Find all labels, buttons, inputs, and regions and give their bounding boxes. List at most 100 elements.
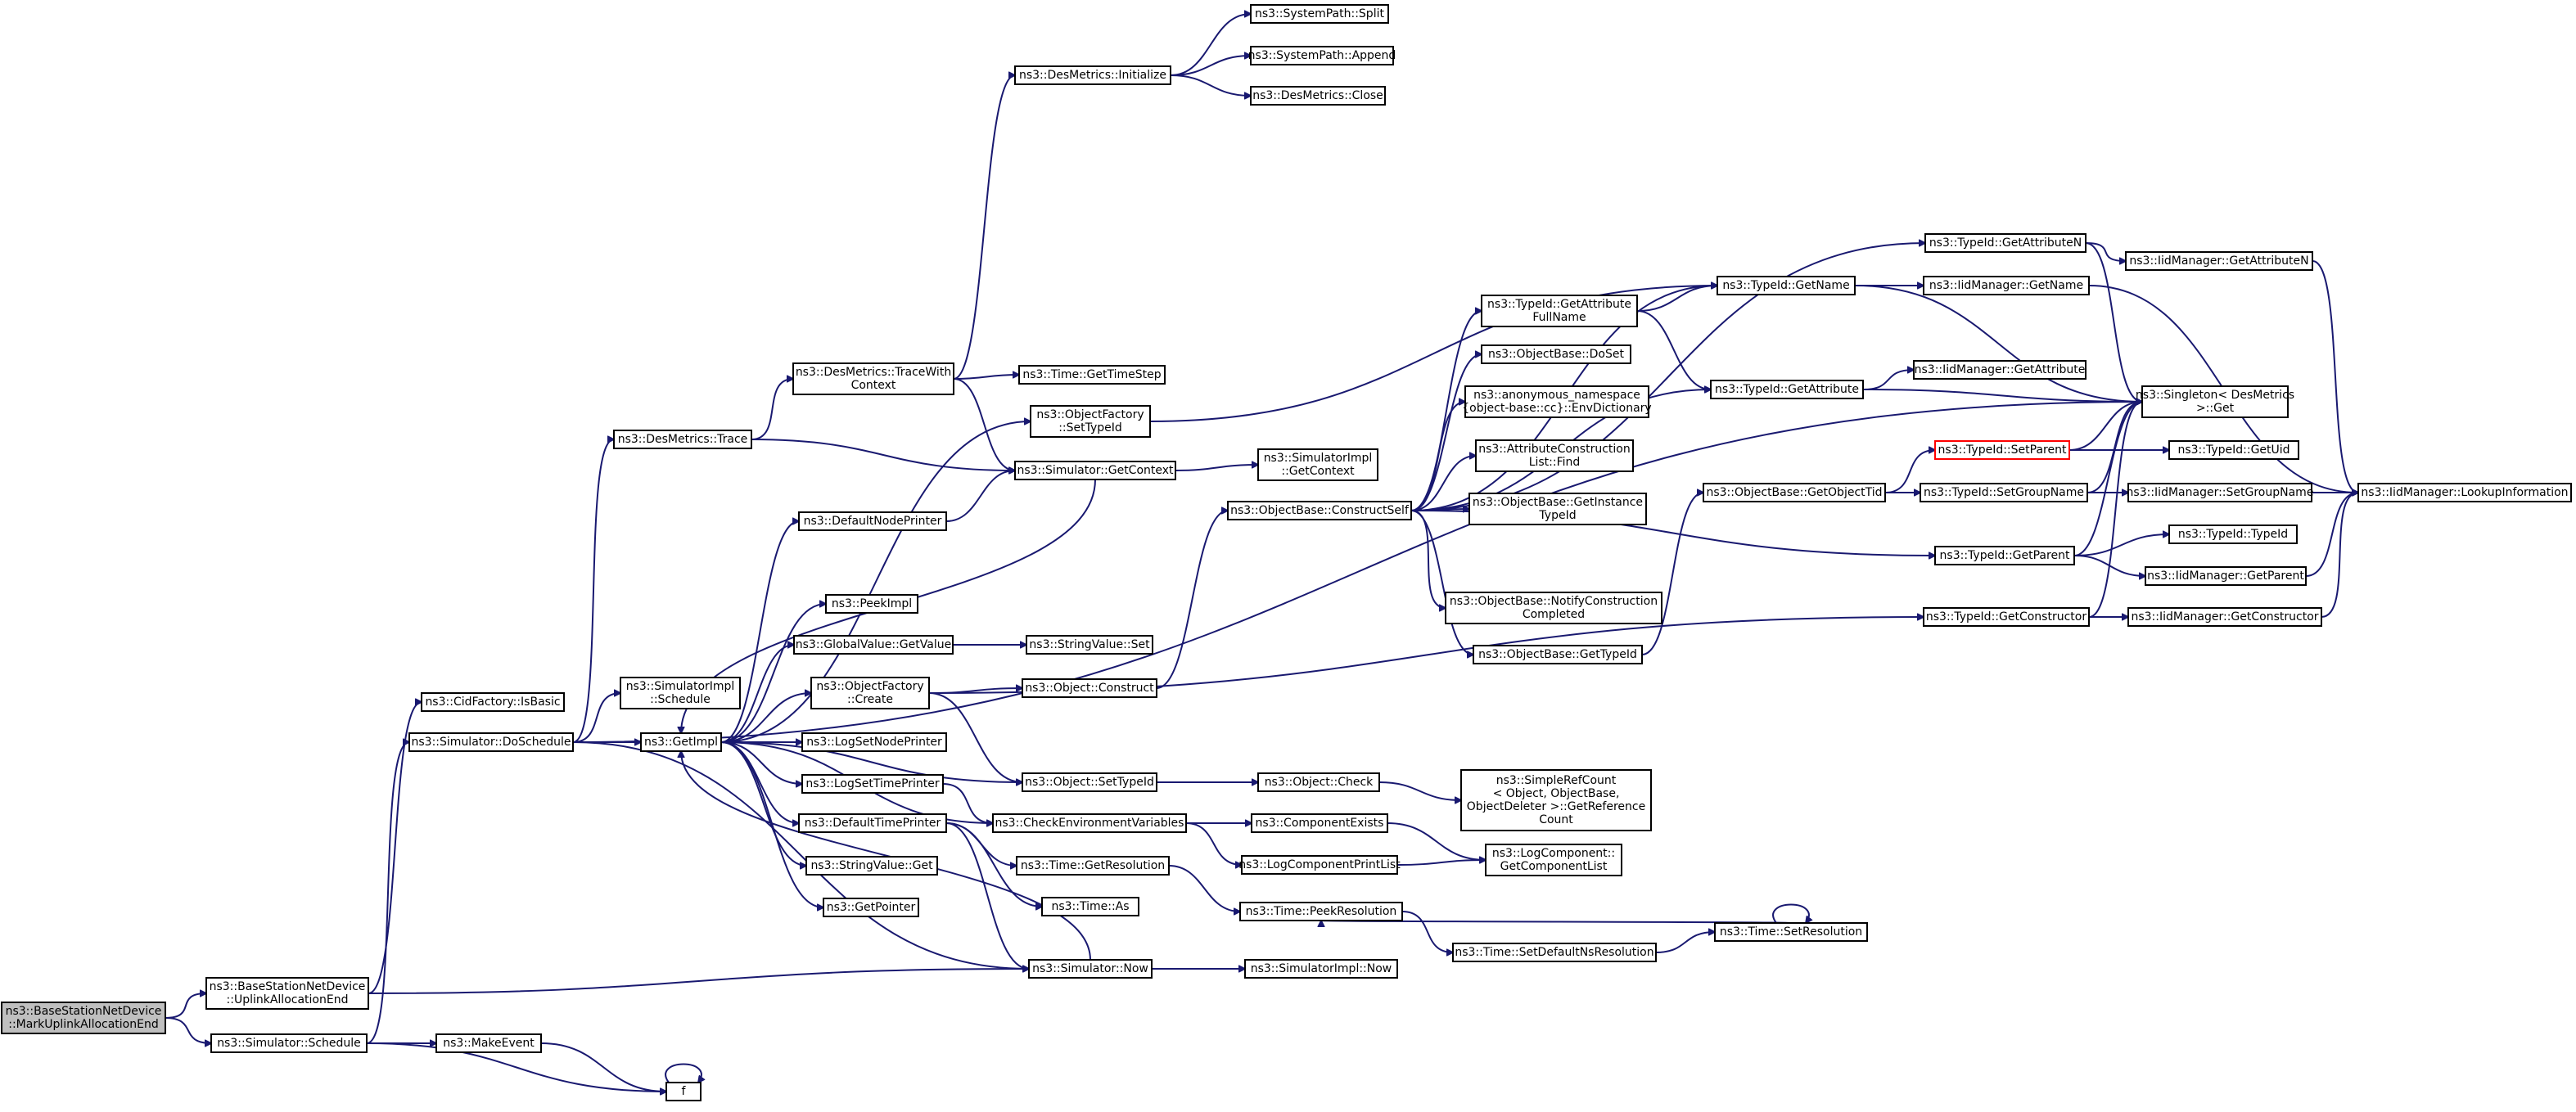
node-get-context[interactable]: ns3::Simulator::GetContext (1014, 461, 1176, 480)
node-component-exists[interactable]: ns3::ComponentExists (1251, 813, 1388, 833)
node-of-set-type-id[interactable]: ns3::ObjectFactory::SetTypeId (1030, 405, 1151, 438)
call-edge (540, 1042, 666, 1092)
node-tid-get-attribute-n[interactable]: ns3::TypeId::GetAttributeN (1924, 233, 2087, 253)
node-box (1244, 959, 1398, 979)
node-sim-impl-schedule[interactable]: ns3::SimulatorImpl::Schedule (620, 677, 741, 709)
node-box (1041, 897, 1139, 916)
node-root[interactable]: ns3::BaseStationNetDevice::MarkUplinkAll… (1, 1002, 166, 1034)
call-edge (1410, 402, 1465, 511)
call-edge (720, 645, 794, 743)
node-default-time-printer[interactable]: ns3::DefaultTimePrinter (798, 813, 947, 833)
node-time-as[interactable]: ns3::Time::As (1041, 897, 1139, 916)
node-box (2125, 251, 2313, 271)
node-cid-is-basic[interactable]: ns3::CidFactory::IsBasic (421, 692, 565, 712)
node-iid-get-name[interactable]: ns3::IidManager::GetName (1923, 276, 2090, 295)
node-check-env[interactable]: ns3::CheckEnvironmentVariables (992, 813, 1187, 833)
node-gv-get-value[interactable]: ns3::GlobalValue::GetValue (793, 635, 954, 655)
node-box (798, 813, 947, 833)
node-sv-set[interactable]: ns3::StringValue::Set (1026, 635, 1153, 655)
node-box (1257, 448, 1378, 481)
node-label: ns3::Simulator::Schedule (217, 1037, 361, 1050)
node-box (1924, 233, 2087, 253)
node-label: ns3::GetPointer (827, 901, 916, 914)
call-edge (681, 751, 1091, 961)
node-sim-impl-now[interactable]: ns3::SimulatorImpl::Now (1244, 959, 1398, 979)
node-box (1485, 844, 1622, 876)
node-box (792, 362, 954, 395)
node-label: ns3::StringValue::Set (1029, 638, 1150, 651)
node-tid-get-uid[interactable]: ns3::TypeId::GetUid (2168, 440, 2299, 460)
node-label: ns3::Object::Construct (1025, 682, 1154, 695)
node-env-dictionary[interactable]: ns3::anonymous_namespace{object-base::cc… (1462, 385, 1652, 418)
node-tid-type-id[interactable]: ns3::TypeId::TypeId (2168, 524, 2298, 544)
node-ob-get-object-tid[interactable]: ns3::ObjectBase::GetObjectTid (1703, 483, 1886, 502)
node-label: List::Find (1529, 456, 1581, 469)
node-make-event[interactable]: ns3::MakeEvent (435, 1033, 542, 1053)
node-sp-append[interactable]: ns3::SystemPath::Append (1248, 46, 1396, 65)
node-tid-get-name[interactable]: ns3::TypeId::GetName (1717, 276, 1856, 295)
node-sv-get[interactable]: ns3::StringValue::Get (805, 856, 938, 876)
node-f[interactable]: f (665, 1082, 702, 1101)
node-obj-construct[interactable]: ns3::Object::Construct (1022, 678, 1157, 698)
node-get-pointer[interactable]: ns3::GetPointer (823, 898, 919, 917)
node-label: ns3::PeekImpl (832, 597, 912, 610)
node-construct-self[interactable]: ns3::ObjectBase::ConstructSelf (1227, 501, 1412, 520)
node-singleton-get[interactable]: ns3::Singleton< DesMetrics>::Get (2136, 385, 2294, 418)
node-get-ref-count[interactable]: ns3::SimpleRefCount< Object, ObjectBase,… (1460, 769, 1652, 831)
node-sim-now[interactable]: ns3::Simulator::Now (1028, 959, 1153, 979)
node-label: ns3::LogSetTimePrinter (805, 777, 940, 790)
node-box (1251, 813, 1388, 833)
node-ob-notify[interactable]: ns3::ObjectBase::NotifyConstructionCompl… (1445, 592, 1662, 624)
node-iid-get-attribute[interactable]: ns3::IidManager::GetAttribute (1913, 360, 2087, 380)
node-iid-get-parent[interactable]: ns3::IidManager::GetParent (2145, 566, 2307, 586)
call-edge (572, 439, 614, 743)
node-set-resolution[interactable]: ns3::Time::SetResolution (1714, 922, 1868, 942)
node-tid-set-parent[interactable]: ns3::TypeId::SetParent (1934, 440, 2070, 460)
node-box (1022, 772, 1157, 792)
node-get-resolution[interactable]: ns3::Time::GetResolution (1016, 856, 1170, 876)
node-tid-get-constructor[interactable]: ns3::TypeId::GetConstructor (1923, 607, 2090, 627)
node-iid-get-constructor[interactable]: ns3::IidManager::GetConstructor (2127, 607, 2322, 627)
node-uplink-end[interactable]: ns3::BaseStationNetDevice::UplinkAllocat… (205, 977, 369, 1010)
node-log-set-time-printer[interactable]: ns3::LogSetTimePrinter (801, 774, 944, 794)
node-iid-lookup[interactable]: ns3::IidManager::LookupInformation (2357, 483, 2572, 502)
node-ob-get-type-id[interactable]: ns3::ObjectBase::GetTypeId (1473, 645, 1643, 664)
node-obj-check[interactable]: ns3::Object::Check (1257, 772, 1380, 792)
node-do-schedule[interactable]: ns3::Simulator::DoSchedule (408, 732, 574, 752)
node-sim-impl-get-context[interactable]: ns3::SimulatorImpl::GetContext (1257, 448, 1378, 481)
node-des-trace[interactable]: ns3::DesMetrics::Trace (613, 430, 752, 449)
node-get-time-step[interactable]: ns3::Time::GetTimeStep (1018, 365, 1166, 385)
node-iid-set-group-name[interactable]: ns3::IidManager::SetGroupName (2127, 483, 2314, 502)
node-des-init[interactable]: ns3::DesMetrics::Initialize (1014, 65, 1171, 85)
node-get-component-list[interactable]: ns3::LogComponent::GetComponentList (1485, 844, 1622, 876)
node-box (613, 430, 752, 449)
node-schedule[interactable]: ns3::Simulator::Schedule (210, 1033, 368, 1053)
node-box (210, 1033, 368, 1053)
node-peek-resolution[interactable]: ns3::Time::PeekResolution (1239, 902, 1403, 921)
node-box (810, 677, 930, 709)
node-of-create[interactable]: ns3::ObjectFactory::Create (810, 677, 930, 709)
call-edge (572, 741, 1029, 969)
node-log-set-node-printer[interactable]: ns3::LogSetNodePrinter (801, 732, 947, 752)
node-set-default-ns-res[interactable]: ns3::Time::SetDefaultNsResolution (1452, 943, 1657, 962)
node-peek-impl[interactable]: ns3::PeekImpl (825, 594, 918, 614)
node-get-impl[interactable]: ns3::GetImpl (640, 732, 722, 752)
node-ob-do-set[interactable]: ns3::ObjectBase::DoSet (1481, 344, 1631, 364)
node-default-node-printer[interactable]: ns3::DefaultNodePrinter (798, 511, 947, 531)
node-iid-get-attribute-n[interactable]: ns3::IidManager::GetAttributeN (2125, 251, 2313, 271)
node-sp-split[interactable]: ns3::SystemPath::Split (1250, 4, 1389, 24)
node-box (823, 898, 919, 917)
call-edge (1641, 493, 1703, 655)
node-tid-get-parent[interactable]: ns3::TypeId::GetParent (1934, 546, 2075, 565)
node-tid-get-attribute[interactable]: ns3::TypeId::GetAttribute (1710, 380, 1864, 399)
node-label: ns3::Simulator::GetContext (1017, 464, 1174, 477)
node-tid-set-group-name[interactable]: ns3::TypeId::SetGroupName (1920, 483, 2088, 502)
node-log-component-print-list[interactable]: ns3::LogComponentPrintList (1238, 855, 1401, 875)
node-label: Completed (1523, 608, 1585, 621)
node-des-close[interactable]: ns3::DesMetrics::Close (1250, 86, 1386, 106)
node-obj-set-type-id[interactable]: ns3::Object::SetTypeId (1022, 772, 1157, 792)
